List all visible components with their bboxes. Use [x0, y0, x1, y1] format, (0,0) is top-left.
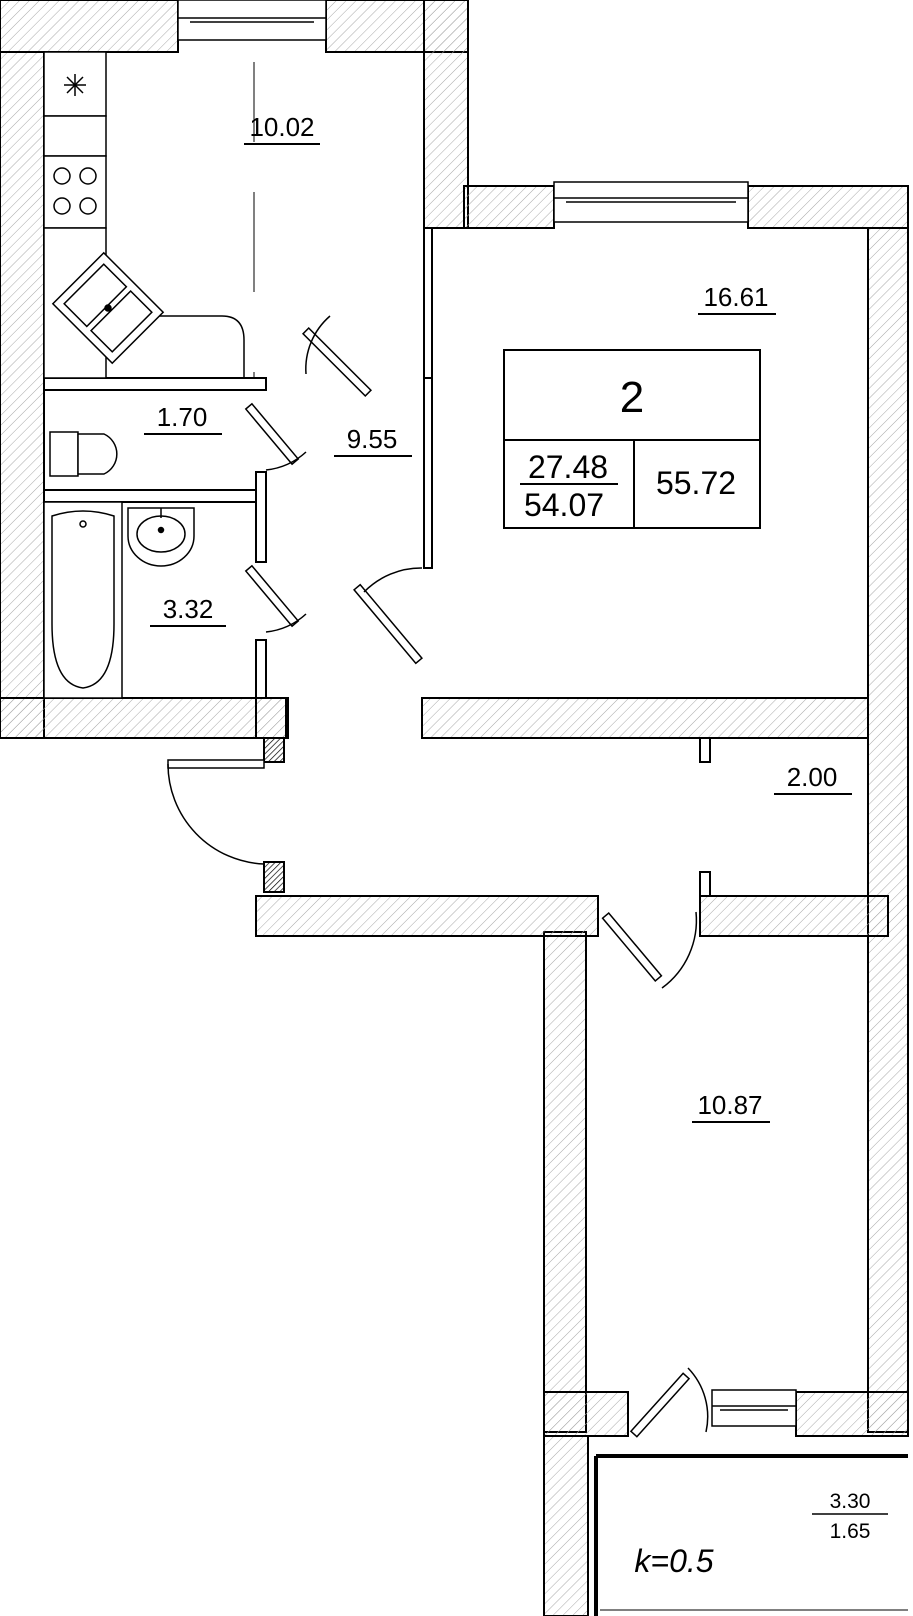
interior-walls — [43, 227, 889, 937]
labels: 10.02 1.70 9.55 3.32 16.61 2.00 10.87 2 … — [144, 112, 888, 1579]
total-area: 55.72 — [656, 465, 736, 501]
washbasin-icon — [127, 507, 195, 567]
stove-icon — [43, 155, 107, 229]
usable-area: 54.07 — [524, 487, 604, 523]
balcony-reduced-area: 1.65 — [830, 1520, 871, 1543]
room-area-corridor: 9.55 — [347, 424, 398, 454]
snowflake-icon — [64, 74, 86, 96]
summary-box — [503, 349, 761, 529]
doors — [167, 315, 709, 1438]
rooms-count: 2 — [620, 373, 644, 422]
room-area-bedroom: 10.87 — [697, 1090, 762, 1120]
balcony-coefficient: k=0.5 — [634, 1543, 713, 1579]
room-area-bathroom: 3.32 — [163, 594, 214, 624]
room-area-hall: 2.00 — [787, 762, 838, 792]
windows — [177, 0, 797, 1427]
room-area-kitchen: 10.02 — [249, 112, 314, 142]
balcony-outline — [587, 1436, 908, 1616]
balcony-area: 3.30 — [830, 1490, 871, 1513]
fixtures — [43, 51, 245, 699]
kitchen-sink-icon — [51, 251, 165, 365]
toilet-icon — [49, 431, 118, 477]
living-area: 27.48 — [528, 449, 608, 485]
bathtub-icon — [43, 501, 123, 699]
room-area-living-room: 16.61 — [703, 282, 768, 312]
room-area-toilet: 1.70 — [157, 402, 208, 432]
